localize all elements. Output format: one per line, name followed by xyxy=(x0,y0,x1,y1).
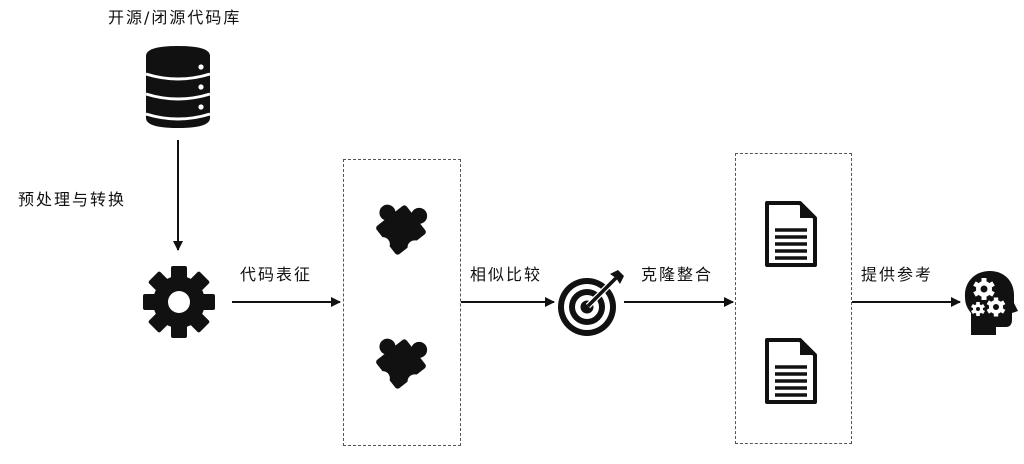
label-reference: 提供参考 xyxy=(861,265,934,284)
database-icon xyxy=(145,46,211,128)
label-representation: 代码表征 xyxy=(240,265,313,284)
document-icon xyxy=(765,338,817,404)
head-gears-icon xyxy=(964,271,1018,335)
integration-box xyxy=(735,153,852,444)
gear-icon xyxy=(143,266,215,338)
label-source: 开源/闭源代码库 xyxy=(108,8,242,27)
label-preprocess: 预处理与转换 xyxy=(18,190,127,209)
label-similarity: 相似比较 xyxy=(470,265,543,284)
representation-box xyxy=(343,159,461,446)
document-icon xyxy=(765,201,817,267)
label-integration: 克隆整合 xyxy=(641,265,714,284)
target-icon xyxy=(558,270,624,336)
puzzle-piece-icon xyxy=(375,338,428,389)
puzzle-piece-icon xyxy=(375,204,428,255)
